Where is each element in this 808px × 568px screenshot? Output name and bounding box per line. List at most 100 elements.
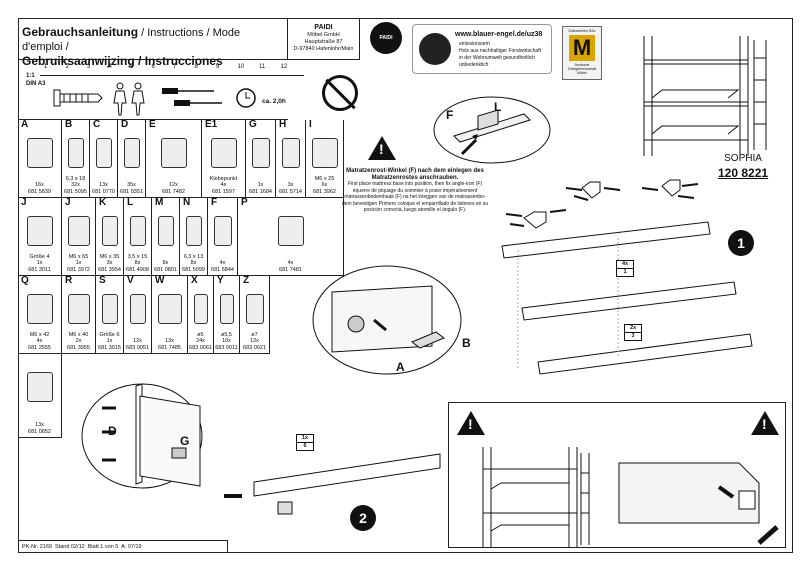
ruler-tick: 12 — [280, 64, 288, 70]
clock-icon — [236, 88, 256, 108]
part-label: K — [99, 197, 107, 208]
ruler-tick: 11 — [259, 64, 266, 70]
part-qty: 8x — [162, 260, 169, 266]
part-no: 683 0061 — [189, 344, 212, 351]
warning-icon-left — [457, 411, 485, 435]
inset-illustration — [482, 447, 779, 547]
no-drill-icon — [322, 75, 358, 111]
part-no: 681 7482 — [162, 188, 185, 195]
side-panel-detail — [81, 383, 203, 489]
ruler-tick: 5 — [130, 64, 134, 70]
step-2-badge: 2 — [350, 505, 376, 531]
ral-m-icon: M — [569, 35, 595, 61]
part-size: 3,5 x 15 — [127, 253, 148, 260]
part-label: Z — [243, 275, 250, 286]
part-size: 6,3 x 18 — [65, 175, 86, 182]
title-bold: Gebrauchsanleitung — [22, 25, 139, 39]
part-size: ø7 — [251, 331, 258, 338]
part-qty: 2x — [75, 338, 82, 344]
part-icon — [281, 138, 300, 168]
part-no: 681 3972 — [67, 266, 90, 273]
eco-url: www.blauer-engel.de/uz38 — [455, 31, 543, 38]
part-icon — [95, 138, 112, 168]
part-size: 6,3 x 13 — [183, 253, 204, 260]
part-label: A — [21, 119, 29, 130]
screwdrivers-icon — [162, 88, 222, 106]
part-label: Q — [21, 275, 29, 286]
part-icon — [67, 138, 84, 168]
part-size: Größe 4 — [29, 253, 50, 260]
part-no: 681 7485 — [158, 344, 181, 351]
part-qty: 4x — [220, 182, 227, 188]
part-icon — [219, 294, 234, 324]
part-icon — [160, 138, 187, 168]
part-no: 681 3962 — [313, 188, 336, 195]
callout-l: L — [494, 100, 502, 114]
part-qty: 13x — [35, 422, 44, 428]
part-qty: 8x — [134, 260, 141, 266]
part-qty: 13x — [165, 338, 174, 344]
blue-angel-icon — [419, 33, 451, 65]
part-icon — [213, 216, 232, 246]
part-label: L — [127, 197, 134, 208]
eco-item: in der Wohnumwelt gesundheitlich unbeden… — [459, 55, 536, 68]
page-frame — [18, 18, 793, 553]
part-no: 681 2555 — [28, 344, 51, 351]
part-qty: 35x — [127, 182, 136, 188]
part-no: 681 5095 — [64, 188, 87, 195]
ruler-tick: 1 — [44, 64, 48, 70]
screws-and-brackets — [505, 179, 699, 229]
part-qty: 1x — [106, 338, 113, 344]
part-qty: 1x — [36, 260, 43, 266]
part-qty: 24x — [196, 338, 205, 344]
part-icon — [277, 216, 304, 246]
paidi-logo: PAIDI — [370, 22, 402, 54]
part-label: H — [279, 119, 287, 130]
part-no: 681 0852 — [28, 428, 51, 435]
bracket-detail-bubble — [312, 265, 462, 375]
part-icon — [210, 138, 237, 168]
part-no: 681 4908 — [126, 266, 149, 273]
two-persons-icon — [113, 82, 145, 116]
step-1-badge: 1 — [728, 230, 754, 256]
part-icon — [26, 372, 53, 402]
title-line2: Gebruiksaanwijzing / Instrucciones — [22, 54, 223, 68]
part-no: 681 3015 — [98, 344, 121, 351]
part-qty: 4x — [287, 260, 294, 266]
part-icon — [67, 294, 90, 324]
part-icon — [311, 138, 338, 168]
ruler-tick: 8 — [194, 64, 198, 70]
part-no: 681 5714 — [279, 188, 302, 195]
ruler-tick: 9 — [216, 64, 220, 70]
company-line3: D-97840 Hafenlohr/Main — [293, 46, 354, 52]
eco-item: Holz aus nachhaltiger Forstwirtschaft — [459, 48, 541, 54]
part-qty: 12x — [133, 338, 142, 344]
bunk-bed-overview — [643, 36, 767, 156]
part-no: 681 3954 — [98, 266, 121, 273]
callout-d: D — [108, 424, 117, 438]
part-no: 681 5099 — [182, 266, 205, 273]
part-qty: 8x — [190, 260, 197, 266]
part-no: 681 1597 — [212, 188, 235, 195]
part-no: 681 3011 — [28, 266, 51, 273]
part-no: 681 5839 — [28, 188, 51, 195]
part-size: M6 x 40 — [68, 331, 89, 338]
screw-icon — [53, 89, 103, 107]
part-no: 681 0351 — [120, 188, 143, 195]
part-size: M6 x 65 — [68, 253, 89, 260]
assembly-time: ca. 2,0h — [262, 98, 286, 105]
part-qty: 4x — [219, 260, 226, 266]
tools-illustration — [53, 82, 256, 116]
